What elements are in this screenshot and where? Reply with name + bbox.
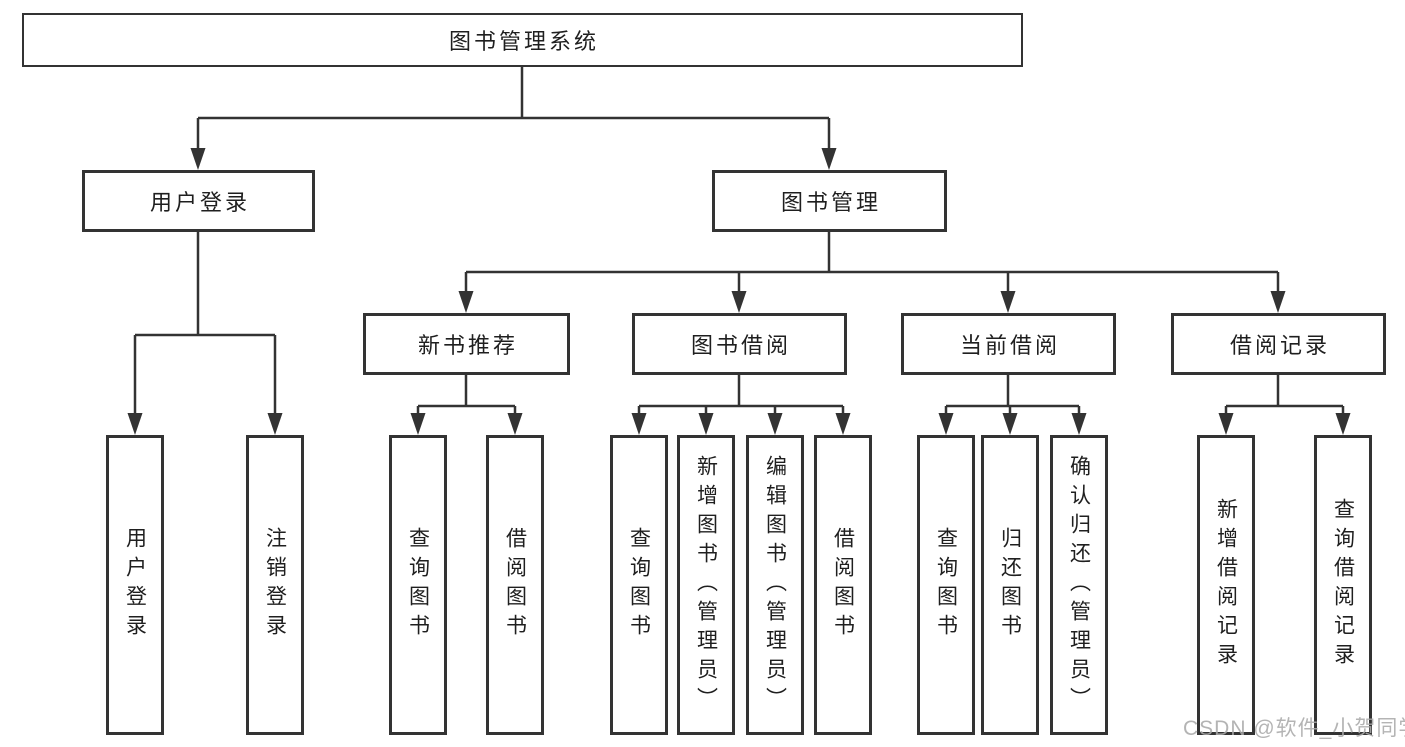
node-current-borrowing: 当前借阅	[901, 313, 1116, 375]
leaf-label: 借阅图书	[831, 527, 855, 643]
leaf-query-books-current: 查询图书	[917, 435, 975, 735]
leaf-query-books-recommend: 查询图书	[389, 435, 447, 735]
leaf-borrow-books-recommend: 借阅图书	[486, 435, 544, 735]
node-new-book-recommendation: 新书推荐	[363, 313, 570, 375]
leaf-label: 新增图书（管理员）	[694, 454, 718, 716]
leaf-label: 编辑图书（管理员）	[763, 454, 787, 716]
arrowheads	[127, 148, 1351, 435]
node-user-login: 用户登录	[82, 170, 315, 232]
leaf-label: 注销登录	[263, 527, 287, 643]
node-label: 图书管理系统	[448, 29, 599, 54]
leaf-return-books: 归还图书	[981, 435, 1039, 735]
node-label: 新书推荐	[417, 333, 518, 358]
leaf-logout: 注销登录	[246, 435, 304, 735]
node-library-management-system: 图书管理系统	[22, 13, 1023, 67]
leaf-label: 查询借阅记录	[1331, 498, 1355, 672]
leaf-confirm-return-admin: 确认归还（管理员）	[1050, 435, 1108, 735]
leaf-label: 新增借阅记录	[1214, 498, 1238, 672]
leaf-query-borrow-record: 查询借阅记录	[1314, 435, 1372, 735]
node-borrowing-records: 借阅记录	[1171, 313, 1386, 375]
node-label: 当前借阅	[959, 333, 1060, 358]
leaf-borrow-books-borrowing: 借阅图书	[814, 435, 872, 735]
leaf-user-login: 用户登录	[106, 435, 164, 735]
node-book-borrowing: 图书借阅	[632, 313, 847, 375]
leaf-label: 用户登录	[123, 527, 147, 643]
csdn-watermark: CSDN @软件_小贺同学	[1183, 717, 1405, 740]
leaf-label: 借阅图书	[503, 527, 527, 643]
leaf-add-borrow-record: 新增借阅记录	[1197, 435, 1255, 735]
node-label: 图书管理	[780, 190, 881, 215]
leaf-label: 查询图书	[934, 527, 958, 643]
node-book-management: 图书管理	[712, 170, 947, 232]
leaf-label: 归还图书	[998, 527, 1022, 643]
leaf-label: 查询图书	[406, 527, 430, 643]
leaf-label: 确认归还（管理员）	[1067, 454, 1091, 716]
node-label: 借阅记录	[1229, 333, 1330, 358]
leaf-label: 查询图书	[627, 527, 651, 643]
leaf-query-books-borrowing: 查询图书	[610, 435, 668, 735]
node-label: 用户登录	[149, 190, 250, 215]
node-label: 图书借阅	[690, 333, 791, 358]
leaf-add-book-admin: 新增图书（管理员）	[677, 435, 735, 735]
leaf-edit-book-admin: 编辑图书（管理员）	[746, 435, 804, 735]
